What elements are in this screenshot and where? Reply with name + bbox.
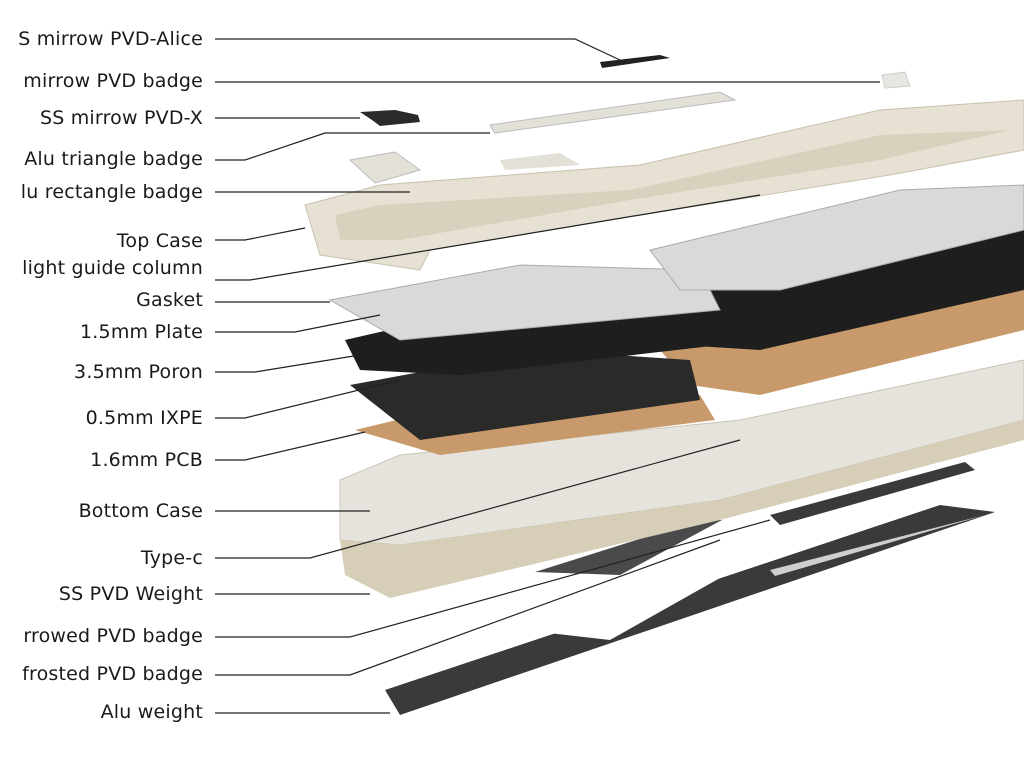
label-ixpe: 0.5mm IXPE	[85, 407, 203, 429]
label-pcb: 1.6mm PCB	[90, 449, 203, 471]
mirrowed-pvd-badge-part	[535, 520, 722, 575]
label-ss-pvd-weight: SS PVD Weight	[58, 583, 203, 605]
alu-weight-part	[385, 505, 995, 715]
label-plate: 1.5mm Plate	[80, 321, 203, 343]
pcb-part-right	[660, 290, 1024, 395]
ss-mirrow-pvd-alice-part	[600, 55, 670, 68]
label-ss-mirrow-pvd-alice: S mirrow PVD-Alice	[18, 28, 203, 50]
alu-weight-slot-2	[770, 515, 985, 576]
label-type-c: Type-c	[140, 547, 203, 569]
label-alu-weight: Alu weight	[100, 701, 203, 723]
leader-lines	[215, 38, 880, 714]
frosted-pvd-badge-part	[770, 462, 975, 525]
mirrow-pvd-badge-part	[881, 71, 911, 89]
label-poron: 3.5mm Poron	[74, 361, 203, 383]
alu-rectangle-badge-part	[348, 151, 422, 184]
bottom-case-front	[340, 420, 1024, 598]
label-mirrow-pvd-badge: mirrow PVD badge	[23, 70, 203, 92]
badge-small	[500, 153, 580, 170]
poron-part-right	[650, 225, 1024, 350]
top-case-inner	[335, 130, 1010, 240]
alu-triangle-badge-part	[489, 91, 737, 134]
label-bottom-case: Bottom Case	[78, 500, 203, 522]
label-alu-triangle-badge: Alu triangle badge	[24, 148, 203, 170]
label-gasket: Gasket	[136, 289, 203, 311]
label-alu-rectangle-badge: lu rectangle badge	[20, 181, 203, 203]
label-mirrowed-pvd-badge: rrowed PVD badge	[23, 625, 203, 647]
label-top-case: Top Case	[116, 230, 203, 252]
plate-part-right	[649, 184, 1024, 291]
ss-mirrow-pvd-x-part	[360, 110, 420, 126]
label-frosted-pvd-badge: frosted PVD badge	[22, 663, 203, 685]
label-light-guide-column: light guide column	[22, 257, 203, 279]
label-ss-mirrow-pvd-x: SS mirrow PVD-X	[39, 107, 203, 129]
alu-weight-slot	[540, 578, 720, 640]
